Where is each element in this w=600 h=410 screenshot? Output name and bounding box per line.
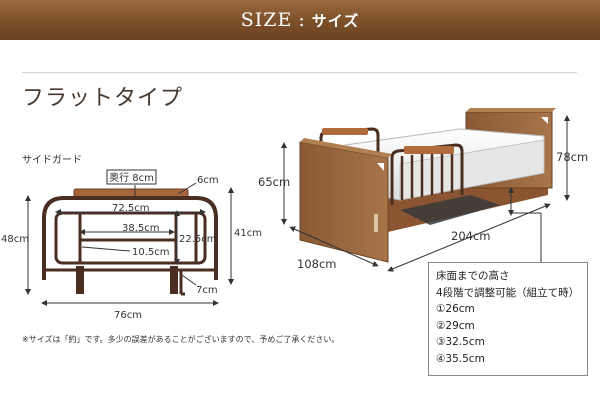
dim-inner-width: 72.5cm <box>112 203 150 214</box>
dim-length: 204cm <box>451 229 490 243</box>
dim-mid-width: 38.5cm <box>122 223 160 234</box>
dim-total-height: 48cm <box>1 234 29 245</box>
dim-right-height: 41cm <box>234 228 262 239</box>
depth-badge <box>106 169 157 185</box>
header-title-jp: サイズ <box>311 12 360 30</box>
size-note: ※サイズは「約」です。多少の誤差があることがございますので、予めご了承ください。 <box>22 335 340 344</box>
floor-height-box: 床面までの高さ 4段階で調整可能（組立て時） ①26cm ②29cm ③32.5… <box>428 262 588 376</box>
side-guard-label: サイドガード <box>22 155 82 166</box>
header-title-en: SIZE <box>240 9 293 31</box>
bed-illustration <box>299 108 556 263</box>
dim-foot-height: 65cm <box>258 175 290 189</box>
dim-total-width: 76cm <box>114 310 142 321</box>
info-opt-4: ④35.5cm <box>436 352 485 365</box>
dim-leg: 7cm <box>196 285 218 296</box>
guard-depth: 奥行 8cm <box>109 171 154 184</box>
side-guard-illustration <box>42 188 218 296</box>
info-line-1: 床面までの高さ <box>436 270 510 282</box>
info-opt-3: ③32.5cm <box>436 336 485 348</box>
divider <box>22 72 577 73</box>
dim-mid-height: 22.5cm <box>179 234 217 245</box>
dim-top-pad: 6cm <box>197 175 219 186</box>
info-line-2: 4段階で調整可能（組立て時） <box>436 286 580 299</box>
page-subtitle: フラットタイプ <box>22 86 184 111</box>
info-opt-2: ②29cm <box>436 319 475 332</box>
info-opt-1: ①26cm <box>436 303 475 315</box>
dim-small-width: 10.5cm <box>132 247 170 258</box>
header-title: SIZE: サイズ <box>241 9 360 31</box>
header-separator: : <box>298 9 306 31</box>
dim-width: 108cm <box>297 257 336 271</box>
section-header: SIZE: サイズ <box>0 0 600 40</box>
dim-head-height: 78cm <box>556 150 588 164</box>
